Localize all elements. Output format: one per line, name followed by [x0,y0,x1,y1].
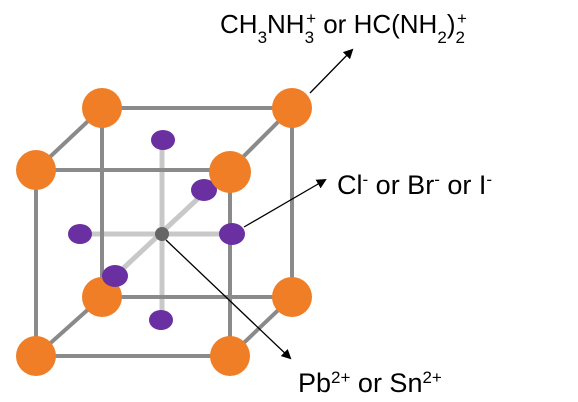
a-ion-front-top-right [209,151,251,193]
x-site-ions-front [102,223,245,287]
b-site-label: Pb2+ or Sn2+ [298,368,442,399]
x-ion-top [151,130,175,150]
a-site-label: CH3NH3+ or HC(NH2)2+ [220,9,467,47]
x-ion-right [219,223,245,245]
a-ion-front-top-left [16,150,56,190]
arrow-a-site [309,48,354,94]
a-site-ions-back [82,88,312,317]
annotation-arrows [165,48,354,360]
x-ion-left [68,224,92,244]
x-ion-bottom [149,310,173,330]
a-ion-back-top-right [272,88,312,128]
b-site-ion-center [155,227,169,241]
x-site-label: Cl- or Br- or I- [337,170,492,201]
a-ion-front-bottom-left [16,336,56,376]
arrow-b-site [165,239,292,360]
x-ion-front [102,265,128,287]
a-ion-back-top-left [82,88,122,128]
x-ion-back [191,179,217,201]
a-ion-front-bottom-right [210,336,250,376]
x-site-ions-back [68,130,217,330]
arrow-x-site [243,178,327,228]
a-ion-back-bottom-left [82,277,122,317]
a-ion-back-bottom-right [272,277,312,317]
a-site-ions-front [16,150,251,376]
